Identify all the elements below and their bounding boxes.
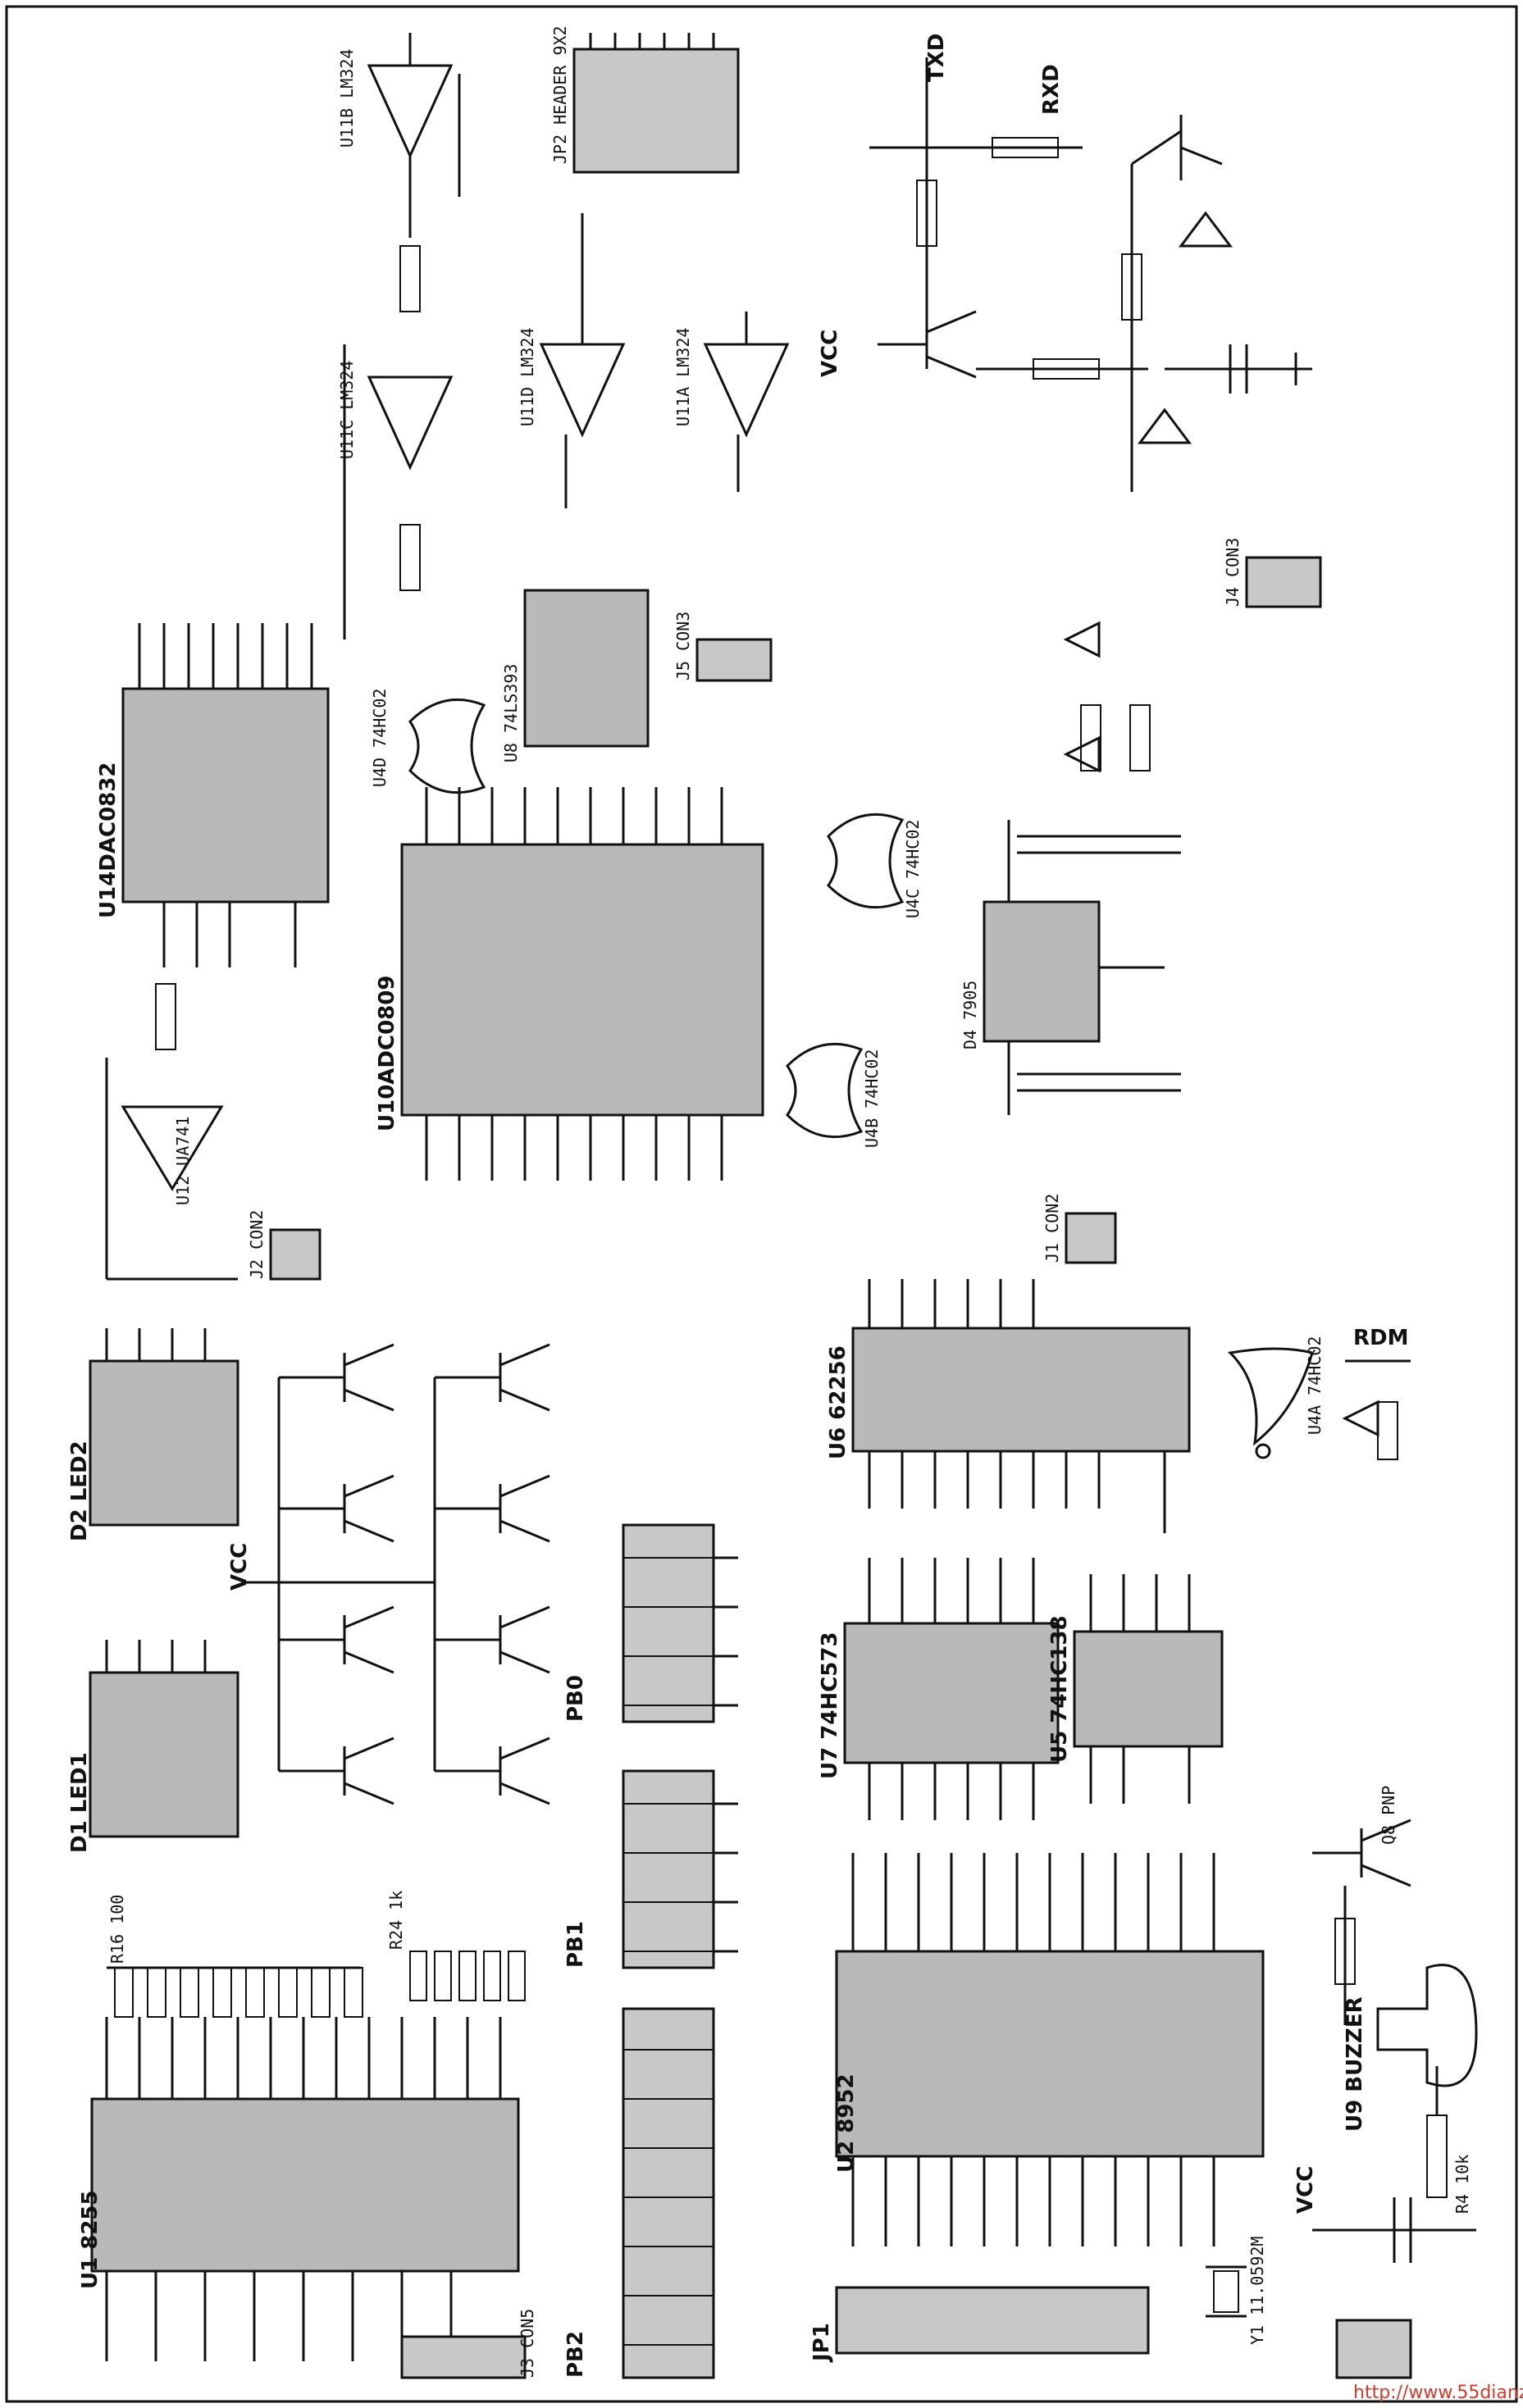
svg-text:U4C 74HC02: U4C 74HC02 bbox=[903, 820, 923, 918]
svg-text:U8 74LS393: U8 74LS393 bbox=[501, 664, 521, 762]
u4a-nor-gate: U4A 74HC02 bbox=[1227, 1336, 1325, 1459]
j2-connector: J2 CON2 bbox=[247, 1210, 321, 1281]
svg-text:U5 74HC138: U5 74HC138 bbox=[1047, 1615, 1072, 1763]
svg-text:Y1 11.0592M: Y1 11.0592M bbox=[1247, 2237, 1267, 2345]
d3-r6-network: RDM bbox=[1342, 1326, 1411, 1460]
svg-text:PB2: PB2 bbox=[563, 2331, 588, 2378]
svg-text:VCC: VCC bbox=[818, 330, 842, 377]
j5-connector: J5 CON3 bbox=[673, 612, 773, 682]
crystal-y1: Y1 11.0592M bbox=[1206, 2237, 1267, 2345]
q8-transistor: Q8 PNP bbox=[1312, 1786, 1411, 1887]
svg-text:RXD: RXD bbox=[1039, 64, 1064, 115]
svg-text:U4A 74HC02: U4A 74HC02 bbox=[1305, 1336, 1325, 1435]
d1-led-display: D1 LED1 bbox=[67, 1640, 239, 1853]
svg-text:J2 CON2: J2 CON2 bbox=[247, 1210, 267, 1279]
svg-text:JP2 HEADER 9X2: JP2 HEADER 9X2 bbox=[550, 25, 570, 164]
u2-8952-mcu: U2 8952 bbox=[834, 1853, 1265, 2246]
svg-text:VCC: VCC bbox=[227, 1543, 252, 1591]
serial-interface-circuit: TXD RXD VCC bbox=[818, 34, 1312, 492]
svg-text:U4D 74HC02: U4D 74HC02 bbox=[370, 689, 390, 787]
svg-text:U11A LM324: U11A LM324 bbox=[673, 328, 693, 426]
svg-text:J5 CON3: J5 CON3 bbox=[673, 612, 693, 681]
svg-text:R16 100: R16 100 bbox=[107, 1895, 127, 1964]
u8-74ls393: U8 74LS393 bbox=[501, 589, 650, 762]
svg-text:U4B 74HC02: U4B 74HC02 bbox=[862, 1049, 882, 1148]
resistor-network-r16: R16 100 bbox=[107, 1895, 363, 2018]
svg-text:J4 CON3: J4 CON3 bbox=[1223, 538, 1243, 607]
d2-led-display: D2 LED2 bbox=[67, 1328, 239, 1541]
u11a-opamp: U11A LM324 bbox=[673, 312, 790, 492]
keypad-pb0: PB0 bbox=[563, 1523, 738, 1723]
resistor-network-r24: R24 1k bbox=[386, 1891, 526, 2001]
svg-text:R4 10k: R4 10k bbox=[1452, 2155, 1472, 2214]
watermark: http://www.55dianzi.com bbox=[1353, 2383, 1523, 2403]
svg-text:VCC: VCC bbox=[1293, 2166, 1318, 2214]
keypad-pb2: PB2 bbox=[563, 2007, 715, 2379]
u14-dac0832: U14DAC0832 bbox=[96, 623, 330, 967]
u4b-nor-gate: U4B 74HC02 bbox=[786, 1042, 882, 1148]
svg-text:TXD: TXD bbox=[924, 34, 949, 82]
jp2-header: JP2 HEADER 9X2 bbox=[550, 25, 740, 174]
svg-text:U10ADC0809: U10ADC0809 bbox=[375, 976, 399, 1131]
u11d-opamp: U11D LM324 bbox=[518, 213, 626, 508]
u11c-opamp: U11C LM324 bbox=[337, 245, 454, 640]
svg-text:J1 CON2: J1 CON2 bbox=[1042, 1194, 1062, 1263]
svg-text:Q8 PNP: Q8 PNP bbox=[1379, 1786, 1398, 1845]
svg-text:J3 CON5: J3 CON5 bbox=[518, 2309, 537, 2378]
svg-text:U7 74HC573: U7 74HC573 bbox=[818, 1632, 842, 1779]
svg-text:RDM: RDM bbox=[1353, 1326, 1408, 1350]
svg-text:D1 LED1: D1 LED1 bbox=[67, 1752, 92, 1853]
svg-text:U2 8952: U2 8952 bbox=[834, 2073, 859, 2173]
svg-text:PB1: PB1 bbox=[563, 1921, 588, 1968]
u7-74hc573: U7 74HC573 bbox=[818, 1558, 1060, 1820]
svg-text:JP1: JP1 bbox=[809, 2323, 834, 2363]
svg-text:U14DAC0832: U14DAC0832 bbox=[96, 762, 121, 918]
j3-connector: J3 CON5 bbox=[400, 2309, 537, 2379]
svg-text:R24 1k: R24 1k bbox=[386, 1891, 406, 1950]
buzzer-u9: U9 BUZZER bbox=[1334, 1886, 1478, 2132]
svg-text:U9 BUZZER: U9 BUZZER bbox=[1343, 1996, 1367, 2132]
svg-text:U11D LM324: U11D LM324 bbox=[518, 328, 537, 426]
u5-74hc138: U5 74HC138 bbox=[1047, 1574, 1224, 1804]
svg-text:PB0: PB0 bbox=[563, 1675, 588, 1722]
u4d-nor-gate: U4D 74HC02 bbox=[370, 689, 486, 794]
d4-7905-regulator: D4 7905 bbox=[960, 621, 1181, 1115]
u12-ua741-opamp: U12 UA741 bbox=[105, 983, 238, 1281]
svg-text:D2 LED2: D2 LED2 bbox=[67, 1441, 92, 1541]
svg-text:U6 62256: U6 62256 bbox=[826, 1345, 850, 1459]
u1-8255: U1 8255 bbox=[78, 2017, 520, 2361]
svg-text:U11B LM324: U11B LM324 bbox=[337, 49, 357, 148]
j1-connector: J1 CON2 bbox=[1042, 1194, 1117, 1264]
jp1-header: JP1 bbox=[809, 2286, 1150, 2363]
svg-text:U11C LM324: U11C LM324 bbox=[337, 361, 357, 459]
pnp-driver-array: VCC bbox=[227, 1343, 550, 1805]
reset-circuit: VCC R4 10k bbox=[1293, 2066, 1476, 2379]
svg-text:U12 UA741: U12 UA741 bbox=[173, 1117, 193, 1205]
svg-text:D4 7905: D4 7905 bbox=[960, 981, 980, 1049]
u11b-opamp: U11B LM324 bbox=[337, 33, 461, 238]
j4-connector: J4 CON3 bbox=[1223, 538, 1322, 608]
keypad-pb1: PB1 bbox=[563, 1769, 738, 1969]
u10-adc0809: U10ADC0809 bbox=[375, 787, 764, 1181]
svg-text:U1 8255: U1 8255 bbox=[78, 2190, 103, 2289]
u4c-nor-gate: U4C 74HC02 bbox=[827, 813, 923, 918]
u6-62256-sram: U6 62256 bbox=[826, 1279, 1191, 1533]
